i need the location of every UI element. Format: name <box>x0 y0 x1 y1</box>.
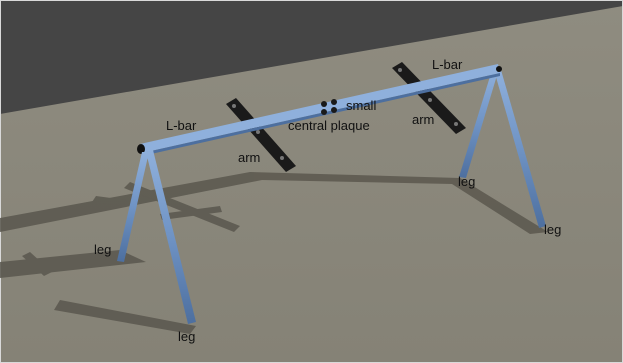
label-leg-left-back: leg <box>94 242 111 257</box>
label-plaque-line2: central plaque <box>288 118 370 133</box>
small-central-plaque <box>321 99 337 115</box>
right-legs <box>459 70 546 228</box>
label-plaque-line1: small <box>346 98 376 113</box>
floor-shadows <box>0 172 548 334</box>
label-l-bar-left: L-bar <box>166 118 197 133</box>
main-l-bar <box>137 64 502 156</box>
arm-right <box>392 62 466 134</box>
end-cap-right <box>496 66 502 72</box>
label-l-bar-right: L-bar <box>432 57 463 72</box>
arm-left <box>226 98 296 172</box>
back-wall <box>0 0 623 114</box>
label-arm-right: arm <box>412 112 434 127</box>
label-leg-right-front: leg <box>544 222 561 237</box>
label-arm-left: arm <box>238 150 260 165</box>
label-leg-left-front: leg <box>178 329 195 344</box>
left-legs <box>117 150 196 324</box>
label-leg-right-back: leg <box>458 174 475 189</box>
end-cap-left <box>137 144 145 154</box>
